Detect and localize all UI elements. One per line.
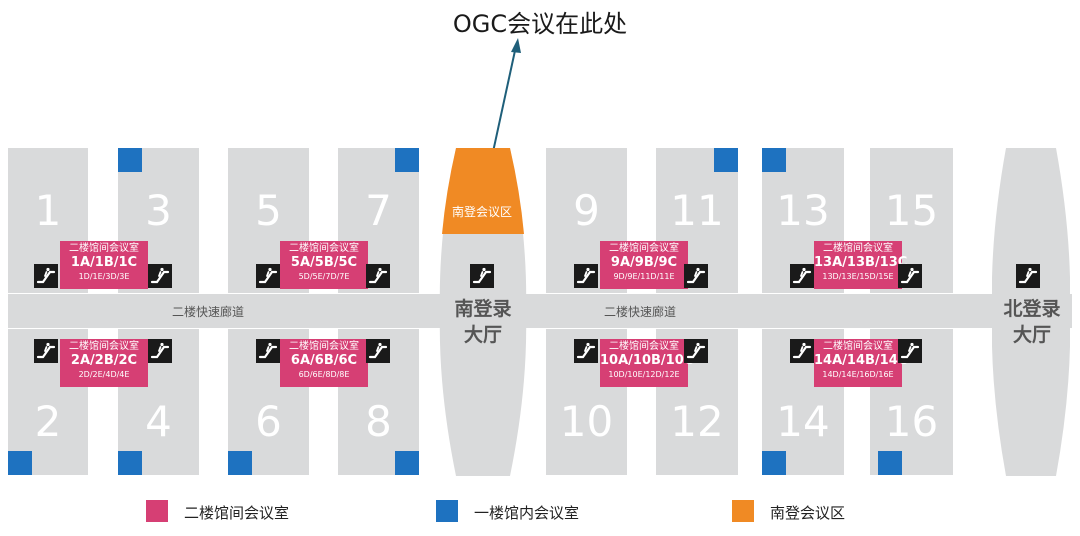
escalator-icon [256, 264, 280, 288]
south-meeting-area-label: 南登会议区 [451, 205, 512, 219]
south-lobby-label: 南登录 大厅 [454, 298, 512, 346]
escalator-icon [574, 264, 598, 288]
legend-swatch-in-hall-room [436, 500, 458, 522]
escalator-icon [898, 264, 922, 288]
escalator-icon [366, 264, 390, 288]
escalator-icon [684, 339, 708, 363]
first-floor-room-marker [118, 451, 142, 475]
escalator-icon [366, 339, 390, 363]
escalator-icon [684, 264, 708, 288]
escalator-icon [256, 339, 280, 363]
north-lobby-shape[interactable] [992, 146, 1070, 478]
first-floor-room-marker [714, 148, 738, 172]
map-title: OGC会议在此处 [452, 10, 628, 38]
corridor-label-left: 二楼快速廊道 [172, 305, 245, 319]
first-floor-room-marker [878, 451, 902, 475]
escalator-icon [34, 339, 58, 363]
first-floor-room-marker [228, 451, 252, 475]
escalator-icon [790, 339, 814, 363]
north-lobby-label: 北登录 大厅 [1003, 298, 1061, 346]
corridor-label-right: 二楼快速廊道 [604, 305, 677, 319]
escalator-icon [470, 264, 494, 288]
first-floor-room-marker [762, 451, 786, 475]
legend-label-south-area: 南登会议区 [770, 504, 846, 522]
south-lobby-shape[interactable] [438, 146, 528, 478]
first-floor-room-marker [118, 148, 142, 172]
escalator-icon [34, 264, 58, 288]
first-floor-room-marker [762, 148, 786, 172]
escalator-icon [148, 339, 172, 363]
first-floor-room-marker [8, 451, 32, 475]
escalator-icon [790, 264, 814, 288]
second-floor-corridor [8, 294, 1072, 328]
first-floor-room-marker [395, 451, 419, 475]
legend-swatch-south-area [732, 500, 754, 522]
escalator-icon [898, 339, 922, 363]
legend-swatch-inter-hall-room [146, 500, 168, 522]
escalator-icon [1016, 264, 1040, 288]
escalator-icon [148, 264, 172, 288]
legend-label-inter-hall-room: 二楼馆间会议室 [184, 504, 290, 522]
legend-label-in-hall-room: 一楼馆内会议室 [474, 504, 580, 522]
first-floor-room-marker [395, 148, 419, 172]
escalator-icon [574, 339, 598, 363]
